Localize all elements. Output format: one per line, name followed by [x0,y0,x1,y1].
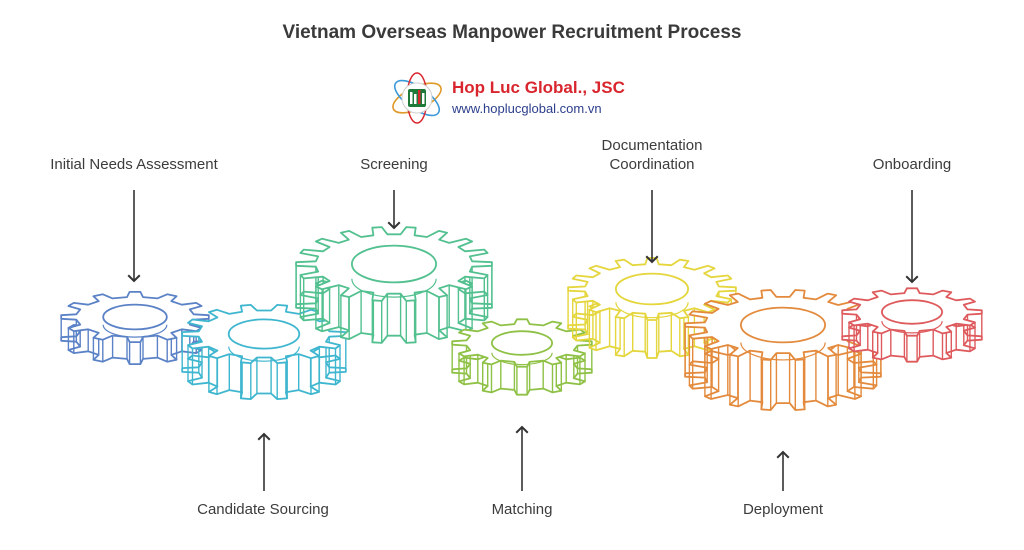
gear-screening [295,226,493,344]
label-screening: Screening [360,156,428,173]
gear-onboarding [841,287,983,363]
brand-url: www.hoplucglobal.com.vn [452,101,602,116]
label-matching: Matching [492,501,553,518]
label-initial-needs-assessment: Initial Needs Assessment [50,156,218,173]
gear-matching [451,318,593,396]
gear-candidate-sourcing [181,304,347,400]
globe-flag-icon [392,72,442,124]
label-deployment: Deployment [743,501,824,518]
gear-initial-needs-assessment [60,291,210,365]
label-onboarding: Onboarding [873,156,951,173]
gear-documentation-coordination [567,257,737,359]
page-title: Vietnam Overseas Manpower Recruitment Pr… [282,22,742,43]
label-candidate-sourcing: Candidate Sourcing [197,501,329,518]
gear-deployment [684,289,882,411]
brand-name: Hop Luc Global., JSC [452,78,625,97]
brand-block: Hop Luc Global., JSC www.hoplucglobal.co… [388,70,648,124]
